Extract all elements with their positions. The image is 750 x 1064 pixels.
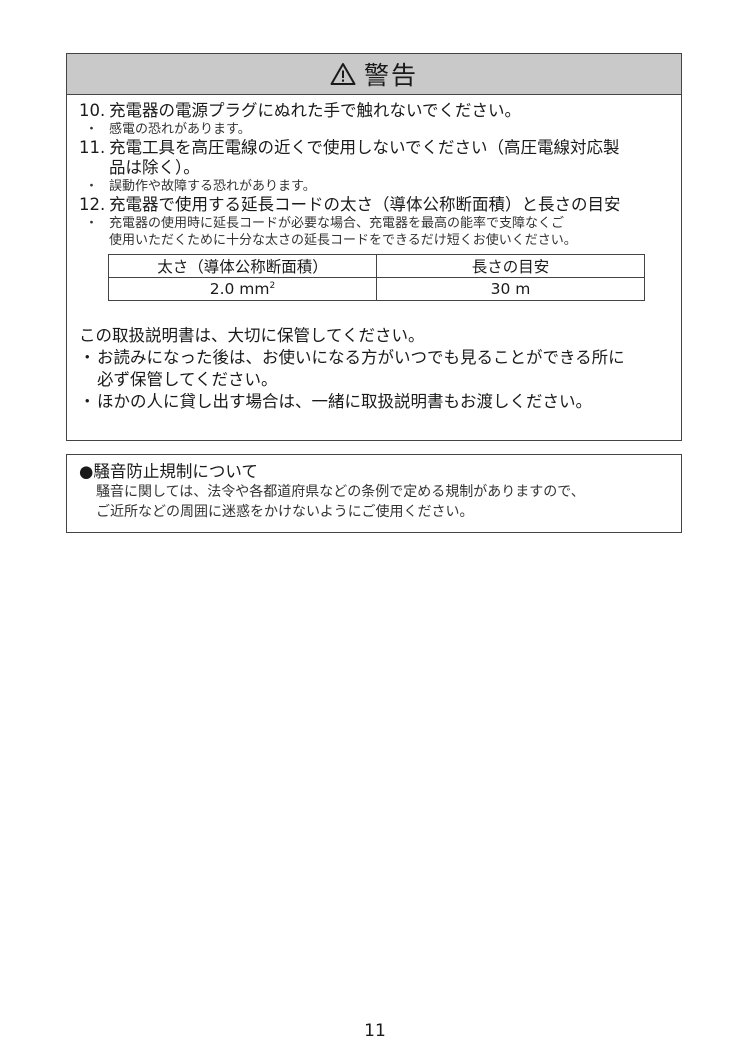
manual-intro: この取扱説明書は、大切に保管してください。 [79, 326, 425, 345]
note-text: 誤動作や故障する恐れがあります。 [109, 179, 316, 194]
warning-item-10: 10. 充電器の電源プラグにぬれた手で触れないでください。 [79, 101, 671, 121]
table-header-length: 長さの目安 [376, 254, 645, 278]
item-note: ・ 感電の恐れがあります。 [79, 121, 671, 138]
table-cell-length: 30 m [376, 277, 645, 301]
size-superscript: 2 [269, 280, 276, 291]
size-value: 2.0 mm [209, 280, 270, 298]
noise-title: ●騒音防止規制について [79, 462, 258, 481]
item-note: ・ 誤動作や故障する恐れがあります。 [79, 178, 671, 195]
warning-header: 警告 [67, 54, 681, 95]
warning-triangle-icon [330, 63, 356, 85]
warning-section: 警告 10. 充電器の電源プラグにぬれた手で触れないでください。 ・ 感電の恐れ… [66, 53, 682, 441]
item-number: 10. [79, 101, 106, 120]
warning-body: 10. 充電器の電源プラグにぬれた手で触れないでください。 ・ 感電の恐れがあり… [67, 95, 681, 413]
bullet-dot: ・ [85, 179, 99, 194]
item-text: 充電工具を高圧電線の近くで使用しないでください（高圧電線対応製 [109, 138, 620, 157]
bullet-text: ほかの人に貸し出す場合は、一緒に取扱説明書もお渡しください。 [97, 392, 592, 411]
noise-text: 騒音に関しては、法令や各都道府県などの条例で定める規制がありますので、 [96, 484, 585, 500]
item-text: 充電器で使用する延長コードの太さ（導体公称断面積）と長さの目安 [109, 195, 621, 214]
table-header-row: 太さ（導体公称断面積） 長さの目安 [108, 254, 645, 278]
table-cell-size: 2.0 mm2 [108, 277, 377, 301]
warning-item-11: 11. 充電工具を高圧電線の近くで使用しないでください（高圧電線対応製 品は除く… [79, 138, 671, 178]
item-number: 11. [79, 138, 106, 157]
item-number: 12. [79, 195, 106, 214]
page-number: 11 [364, 1021, 386, 1041]
manual-bullet: ・ お読みになった後は、お使いになる方がいつでも見ることができる所に 必ず保管し… [79, 347, 671, 391]
note-text: 使用いただくために十分な太さの延長コードをできるだけ短くお使いください。 [109, 233, 577, 248]
bullet-text: 必ず保管してください。 [97, 370, 278, 389]
table-row: 2.0 mm2 30 m [108, 277, 645, 301]
note-text: 充電器の使用時に延長コードが必要な場合、充電器を最高の能率で支障なくご [109, 216, 565, 231]
item-note: ・ 充電器の使用時に延長コードが必要な場合、充電器を最高の能率で支障なくご 使用… [79, 215, 671, 249]
note-text: 感電の恐れがあります。 [109, 122, 251, 137]
extension-cord-table: 太さ（導体公称断面積） 長さの目安 2.0 mm2 30 m [108, 254, 645, 301]
bullet-dot: ・ [85, 216, 99, 231]
manual-bullet: ・ ほかの人に貸し出す場合は、一緒に取扱説明書もお渡しください。 [79, 391, 671, 413]
noise-text: ご近所などの周囲に迷惑をかけないようにご使用ください。 [96, 504, 474, 520]
noise-regulation-section: ●騒音防止規制について 騒音に関しては、法令や各都道府県などの条例で定める規制が… [66, 454, 682, 533]
bullet-text: お読みになった後は、お使いになる方がいつでも見ることができる所に [97, 348, 625, 367]
item-text: 充電器の電源プラグにぬれた手で触れないでください。 [109, 101, 522, 120]
bullet-dot: ・ [85, 122, 99, 137]
bullet-dot: ・ [79, 348, 96, 367]
warning-item-12: 12. 充電器で使用する延長コードの太さ（導体公称断面積）と長さの目安 [79, 195, 671, 215]
warning-title: 警告 [363, 61, 418, 90]
table-header-size: 太さ（導体公称断面積） [108, 254, 377, 278]
bullet-dot: ・ [79, 392, 96, 411]
item-text: 品は除く）。 [109, 158, 200, 177]
manual-keep-section: この取扱説明書は、大切に保管してください。 ・ お読みになった後は、お使いになる… [79, 325, 671, 413]
